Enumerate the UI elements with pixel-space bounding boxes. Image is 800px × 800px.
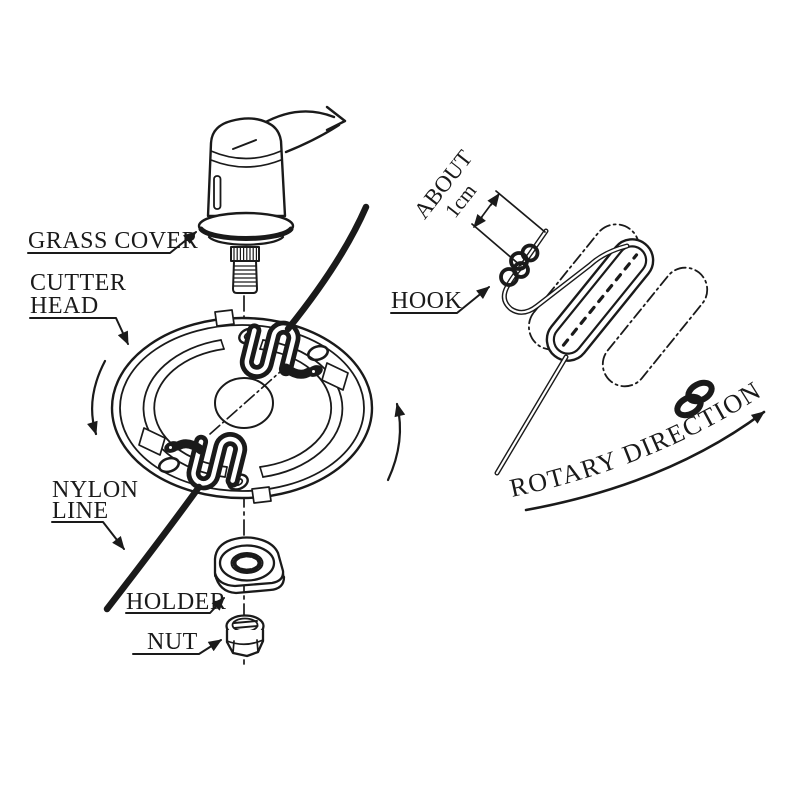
cap-gasket-ring [198,226,294,241]
swoosh-arrow [260,105,347,154]
grass-cover-drawing [197,117,295,246]
metal-link [674,379,715,419]
hook-coil [499,243,540,287]
nylon-line-label-line2: LINE [52,498,109,524]
hook-detail [494,228,630,476]
nylon-line-upper-segment [284,203,370,333]
nut-label: NUT [147,629,198,655]
rotary-direction-arrow [524,410,766,512]
about-1cm-dimension [471,190,546,267]
rim-notch-top [214,309,235,327]
nylon-line-label-line1: NYLON [52,477,139,503]
nut-drawing [225,614,265,658]
holder-spline-hole [230,552,264,574]
holder-label: HOLDER [126,589,226,615]
nylon-line-lower-segment [103,483,203,613]
hub-hole [214,377,274,429]
hub-axis-diagonal [209,371,281,435]
cutter-head-label-line2: HEAD [30,293,99,319]
shaft-stud [230,246,260,294]
line-channel-ring [545,238,655,362]
serpentine-bottom [164,432,248,491]
rotation-arrow-left [87,359,107,436]
cap-side-slot [213,175,222,210]
cutter-head-drawing [110,309,374,504]
hook-leader [390,286,490,314]
rim-slot-left [138,427,166,456]
holder-drawing [213,536,286,595]
grass-cover-label: GRASS COVER [28,228,198,254]
rim-slot-right [321,362,349,391]
phantom-slot-b [601,266,709,388]
rotation-arrow-right [386,402,406,482]
nut-leader [132,639,223,655]
cutter-head-leader [29,317,129,346]
cutter-head-label-line1: CUTTER [30,270,126,296]
holder-leader [125,597,225,614]
rim-notch-bottom [251,486,272,504]
swoosh-arrowhead [325,105,347,132]
nylon-line-leader [51,521,125,550]
hook-label: HOOK [391,288,462,314]
cap-slash-mark [232,139,257,150]
grass-cover-leader [27,231,197,254]
nut-slot [233,620,259,629]
serpentine-top [239,320,323,379]
hidden-line-dashes [561,253,639,347]
